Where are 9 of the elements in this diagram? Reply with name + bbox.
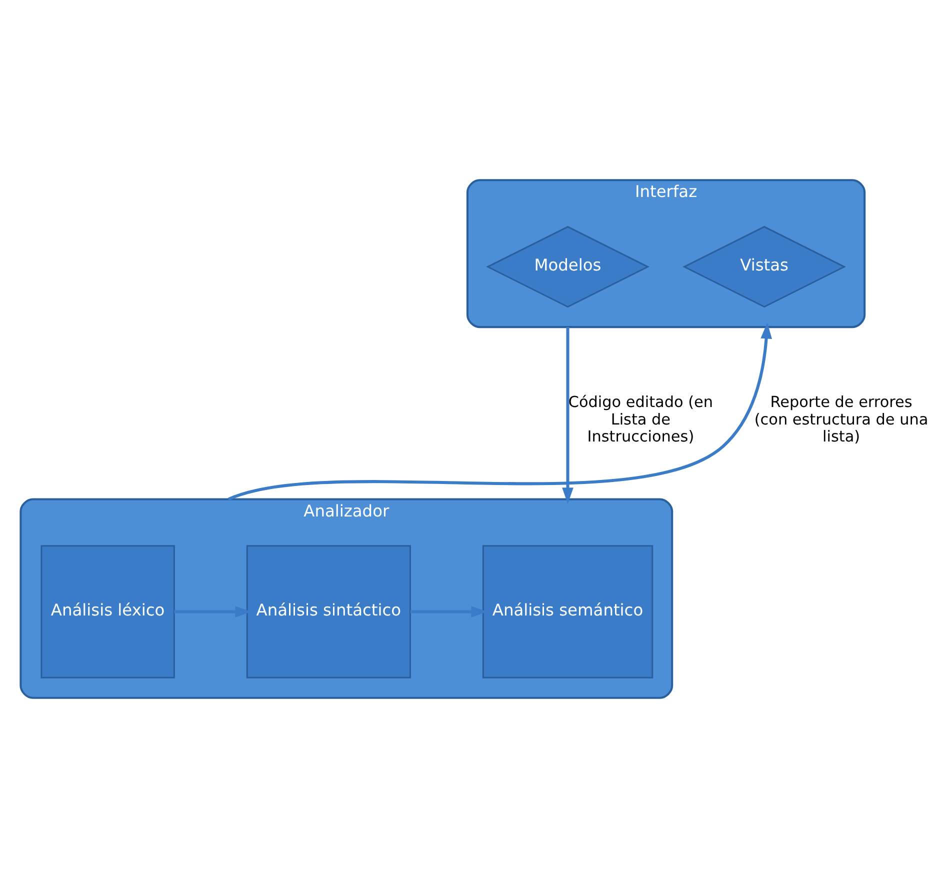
edge-label: Reporte de errores (con estructura de una lista): [754, 392, 928, 446]
node-diamond: Modelos: [486, 225, 650, 308]
node-box: Análisis léxico: [40, 544, 175, 678]
arrow: [562, 326, 574, 504]
edge-label: Código editado (en Lista de Instrucciones): [568, 392, 714, 446]
node-box: Análisis semántico: [482, 544, 654, 678]
node-box: Análisis sintáctico: [246, 544, 411, 678]
arrow: [228, 322, 772, 500]
node-diamond: Vistas: [682, 225, 846, 308]
